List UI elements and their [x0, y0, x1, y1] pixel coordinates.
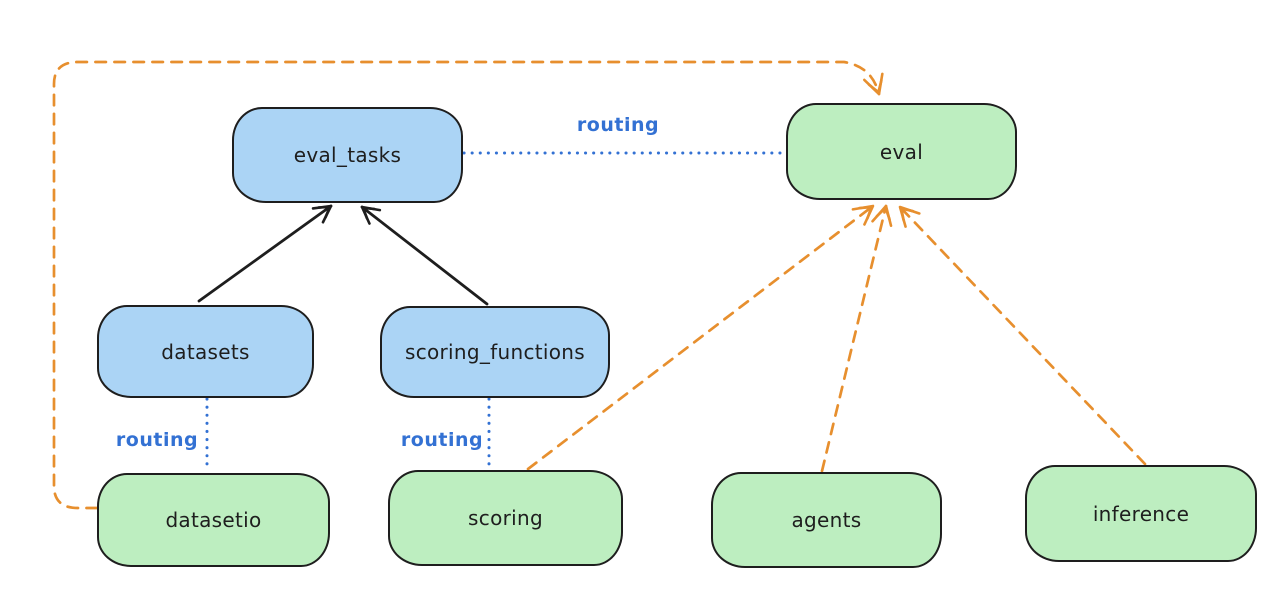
- edge-scoring-eval: [526, 204, 875, 471]
- node-label: scoring: [468, 506, 543, 530]
- edge-scoring-functions-eval-tasks: [360, 205, 489, 306]
- edge-label-routing-left: routing: [115, 429, 199, 451]
- edge-inference-eval: [898, 205, 1147, 466]
- edge-datasets-eval-tasks: [197, 204, 333, 303]
- node-inference: inference: [1025, 465, 1257, 562]
- node-label: scoring_functions: [404, 340, 586, 364]
- node-label: eval: [879, 139, 924, 164]
- node-scoring: scoring: [388, 470, 623, 566]
- node-datasets: datasets: [97, 305, 314, 398]
- node-label: inference: [1092, 501, 1190, 526]
- node-datasetio: datasetio: [97, 473, 330, 567]
- edge-datasetio-eval: [52, 60, 884, 510]
- edge-label-routing-top: routing: [576, 114, 660, 136]
- node-eval-tasks: eval_tasks: [232, 107, 463, 203]
- node-agents: agents: [711, 472, 942, 568]
- node-eval: eval: [786, 103, 1017, 200]
- node-label: datasetio: [165, 508, 262, 532]
- node-label: agents: [791, 508, 862, 532]
- edge-agents-eval: [820, 204, 893, 473]
- node-label: datasets: [161, 339, 250, 364]
- edge-label-routing-middle: routing: [400, 429, 484, 451]
- node-scoring-functions: scoring_functions: [380, 306, 610, 398]
- node-label: eval_tasks: [293, 143, 402, 167]
